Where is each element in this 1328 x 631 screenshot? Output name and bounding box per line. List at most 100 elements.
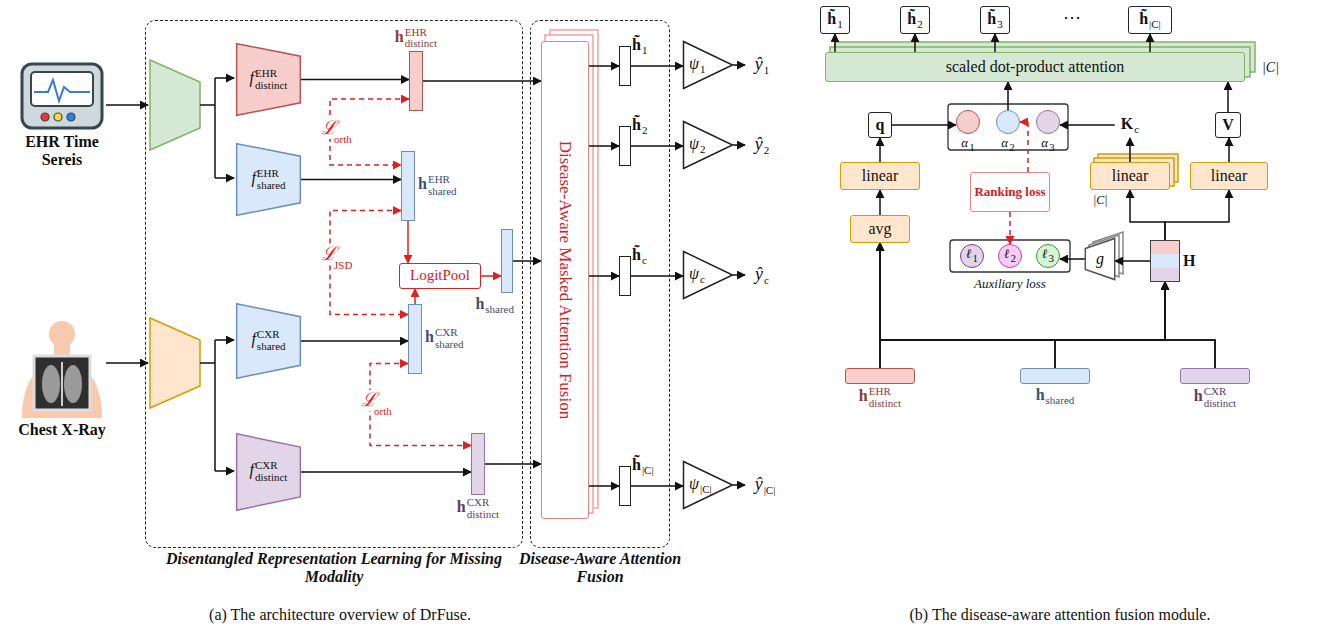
- shape-polygon: [684, 251, 733, 298]
- connector: [631, 65, 683, 67]
- text-box: ℓ3: [1037, 245, 1059, 267]
- connector: [1129, 138, 1131, 162]
- connector: [1060, 258, 1085, 260]
- subscript: 3: [1049, 141, 1055, 153]
- feature-vector: hshared: [501, 229, 513, 293]
- text-run: h̃2: [632, 116, 647, 133]
- node-text: LogitPool: [410, 267, 470, 283]
- fused-vector: h̃|C|: [619, 466, 631, 506]
- connector: [1007, 82, 1009, 110]
- math-base: H: [1183, 252, 1195, 269]
- connector: [834, 34, 836, 52]
- subscript: shared: [435, 339, 464, 351]
- connector: [892, 124, 956, 126]
- connector: [407, 221, 409, 263]
- text-run: fEHRdistinct: [250, 68, 288, 91]
- subscript: distinct: [405, 38, 437, 50]
- score-containers: [948, 104, 1070, 272]
- connector: [879, 190, 881, 215]
- math-base: h̃: [632, 116, 641, 133]
- text-run: h̃|C|: [1139, 10, 1161, 31]
- node-text: scaled dot-product attention: [946, 58, 1125, 75]
- attention-fusion-box: Disease-Aware Masked Attention Fusion: [541, 41, 589, 519]
- subscript: 2: [700, 143, 706, 155]
- text-run: ψ2: [689, 135, 705, 156]
- text-run: ŷ|C|: [755, 474, 776, 497]
- text-run: H: [1183, 252, 1195, 269]
- math-base: f: [251, 331, 255, 348]
- text-run: ψc: [689, 265, 705, 286]
- subscript: c: [764, 274, 769, 286]
- text-run: hCXRdistinct: [1194, 387, 1236, 404]
- script-stack: CXRdistinct: [467, 497, 499, 520]
- text-box: Disease-Aware Masked Attention Fusion: [555, 51, 575, 509]
- loss-subscript: orth: [373, 405, 393, 417]
- input-vector: hEHRdistinct: [845, 368, 915, 384]
- text-run: Kc: [1121, 115, 1139, 136]
- node-text: linear: [1211, 167, 1247, 184]
- linear-box: linear: [840, 162, 920, 190]
- connector: [1228, 138, 1230, 162]
- subscript: distinct: [255, 472, 287, 484]
- connector: [1020, 122, 1028, 172]
- math-base: ℓ: [1004, 246, 1009, 261]
- feature-vector: hCXRdistinct: [471, 433, 485, 495]
- connector: [589, 275, 619, 277]
- subscript: 2: [764, 144, 770, 156]
- math-base: α: [1001, 135, 1008, 150]
- text-box: ŷ2: [745, 130, 779, 160]
- node-text: linear: [1112, 167, 1148, 184]
- text-box: V: [1216, 113, 1240, 137]
- text-run: linear: [1211, 167, 1247, 185]
- text-box: Kc: [1115, 112, 1145, 138]
- text-run: α2: [1001, 135, 1014, 150]
- connector: [513, 260, 541, 262]
- subscript: distinct: [255, 80, 287, 92]
- text-box: ψ2: [683, 121, 705, 169]
- math-base: ψ: [689, 265, 699, 282]
- subscript: 2: [917, 18, 923, 30]
- superscript: CXR: [255, 460, 287, 472]
- connector: [1130, 190, 1165, 240]
- fused-vector: h̃1: [619, 46, 631, 86]
- text-run: ψ|C|: [689, 475, 712, 496]
- weight-circle: α2: [996, 110, 1020, 134]
- text-box: EHR Time Sereis: [14, 133, 110, 170]
- superscript: EHR: [869, 386, 901, 398]
- subscript: distinct: [467, 509, 499, 521]
- caption-note: Auxiliary loss: [974, 277, 1046, 291]
- connector: [481, 275, 501, 277]
- math-base: h: [457, 498, 466, 515]
- text-box: h̃1: [821, 7, 849, 33]
- math-base: h: [1194, 387, 1203, 404]
- text-box: h̃2: [632, 116, 647, 137]
- subscript: shared: [257, 180, 286, 192]
- group-region: Disentangled Representation Learning for…: [145, 20, 523, 548]
- input-vector: hCXRdistinct: [1180, 368, 1250, 384]
- key-symbol: Kc: [1115, 112, 1145, 138]
- script-stack: CXRdistinct: [255, 460, 287, 483]
- text-run: hEHRshared: [418, 176, 457, 193]
- math-base: ψ: [689, 55, 699, 72]
- connector: [733, 484, 745, 486]
- text-box: ŷ|C|: [745, 470, 785, 500]
- text-box: ŷ1: [745, 50, 779, 80]
- text-box: ŷc: [745, 260, 779, 290]
- shape-polygon: [684, 461, 733, 508]
- encoder-trapezoids: [150, 60, 200, 408]
- feature-vector: hEHRdistinct: [409, 51, 423, 111]
- text-run: Ranking loss: [974, 185, 1045, 200]
- encoder-head: fEHRshared: [236, 143, 301, 216]
- subscript: shared: [1046, 394, 1075, 406]
- weight-circle: α1: [956, 110, 980, 134]
- loss-circle: ℓ2: [998, 244, 1022, 268]
- connector: [879, 138, 881, 162]
- subscript: c: [1134, 123, 1139, 135]
- node-text: Ranking loss: [974, 184, 1045, 199]
- count-label: |C|: [1093, 194, 1108, 207]
- math-base: h: [418, 176, 427, 193]
- connector: [1227, 82, 1229, 112]
- node-text: Disease-Aware Attention Fusion: [519, 550, 681, 585]
- math-base: g: [1096, 250, 1104, 267]
